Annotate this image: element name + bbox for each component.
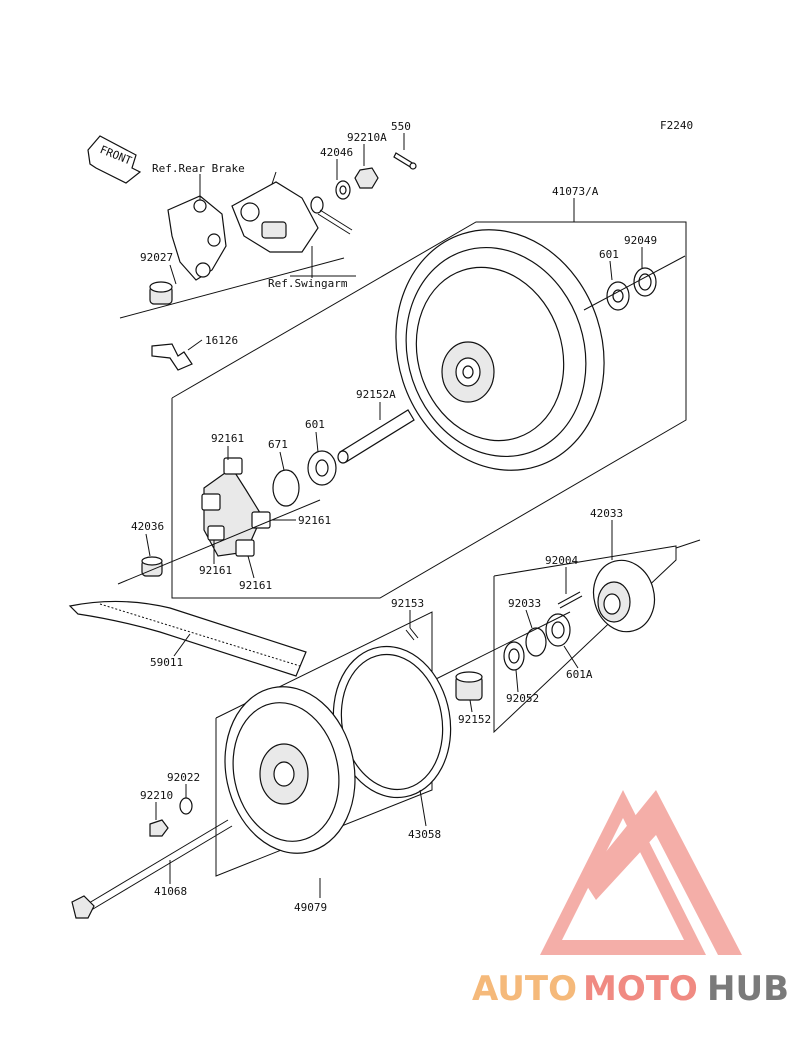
part-label: 601A xyxy=(566,668,593,681)
hub-bearing-parts xyxy=(503,613,571,671)
axle-41068 xyxy=(71,819,233,919)
part-label: 49079 xyxy=(294,901,327,914)
part-label: 92161 xyxy=(239,579,272,592)
belt-59011 xyxy=(68,600,307,677)
part-label: 41068 xyxy=(154,885,187,898)
part-label: 92210 xyxy=(140,789,173,802)
part-label: 42033 xyxy=(590,507,623,520)
part-label: 42036 xyxy=(131,520,164,533)
part-label: 550 xyxy=(391,120,411,133)
bearing-601-top xyxy=(606,267,657,311)
watermark-auto: AUTO xyxy=(472,969,577,1009)
spacer-92152 xyxy=(455,671,483,701)
part-label: 92161 xyxy=(298,514,331,527)
part-label: 41073/A xyxy=(552,185,599,198)
leader-lines xyxy=(145,133,643,898)
part-label: 92161 xyxy=(211,432,244,445)
stud-92004 xyxy=(557,591,583,609)
part-label: 59011 xyxy=(150,656,183,669)
brake-bracket xyxy=(167,171,319,281)
part-label: 92161 xyxy=(199,564,232,577)
part-label: 16126 xyxy=(205,334,238,347)
adjuster-parts xyxy=(310,152,417,235)
part-label: 671 xyxy=(268,438,288,451)
part-label: 92152A xyxy=(356,388,396,401)
part-label: 42046 xyxy=(320,146,353,159)
bearing-601-mid xyxy=(307,450,337,486)
watermark-hub: HUB xyxy=(707,969,789,1009)
figure-code: F2240 xyxy=(660,119,693,132)
o-ring-671 xyxy=(272,469,300,507)
ref-swingarm: Ref.Swingarm xyxy=(268,277,348,290)
nut-92210 xyxy=(149,819,169,837)
valve-16126 xyxy=(151,343,193,371)
cast-wheel xyxy=(395,229,605,471)
part-label: 601 xyxy=(599,248,619,261)
part-label: 92153 xyxy=(391,597,424,610)
bushing-92027 xyxy=(149,281,173,305)
ref-rear-brake: Ref.Rear Brake xyxy=(152,162,245,175)
part-label: 92033 xyxy=(508,597,541,610)
spacer-92152A xyxy=(337,409,415,464)
watermark-moto: MOTO xyxy=(583,969,698,1009)
coupling-42033 xyxy=(592,559,656,633)
watermark-logo xyxy=(540,790,742,955)
washer-92022 xyxy=(179,797,193,815)
pulley-49079 xyxy=(224,686,356,854)
part-labels: 550 92210A 42046 41073/A 601 92049 92027… xyxy=(131,120,657,914)
part-label: 92022 xyxy=(167,771,200,784)
damper-rubbers xyxy=(201,457,271,557)
part-label: 92004 xyxy=(545,554,578,567)
part-label: 92052 xyxy=(506,692,539,705)
front-arrow-icon: FRONT xyxy=(87,135,142,184)
part-label: 92210A xyxy=(347,131,387,144)
part-label: 92027 xyxy=(140,251,173,264)
part-label: 43058 xyxy=(408,828,441,841)
watermark-text: AUTO MOTO HUB xyxy=(472,969,789,1009)
collar-42036 xyxy=(141,556,163,577)
bolt-92153 xyxy=(405,627,419,641)
part-label: 92049 xyxy=(624,234,657,247)
part-label: 601 xyxy=(305,418,325,431)
part-label: 92152 xyxy=(458,713,491,726)
